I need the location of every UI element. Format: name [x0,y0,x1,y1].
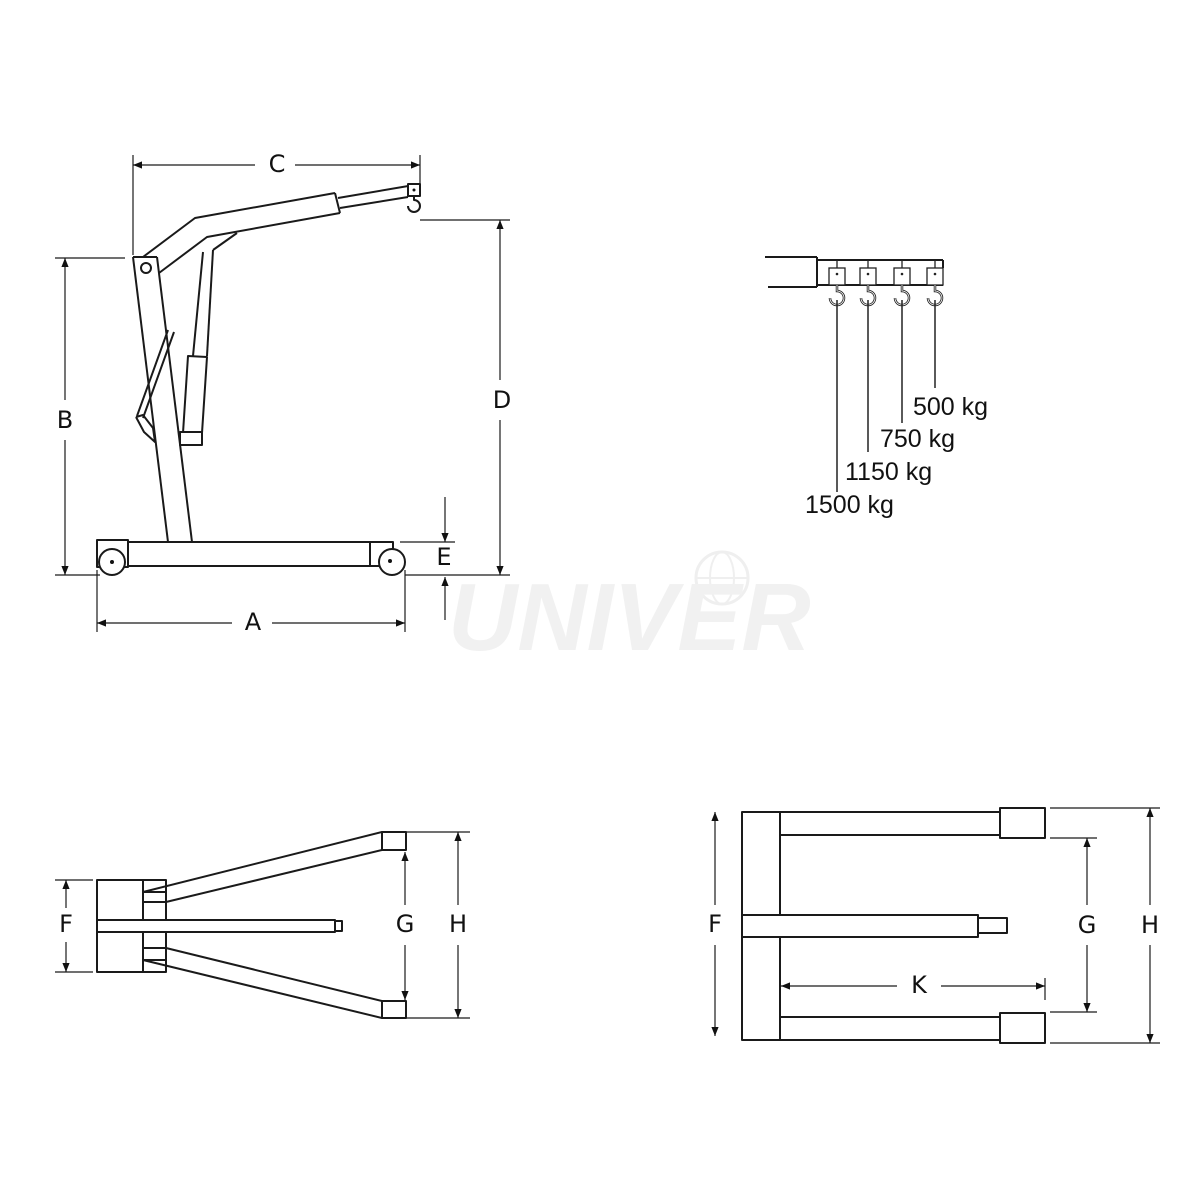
rear-wheel [378,548,406,576]
crane-side-view: C B D E A [55,150,511,636]
dimension-d: D [405,219,511,576]
dimension-label-a: A [245,608,262,636]
hook-icon [828,260,846,492]
dimension-label-e: E [436,543,451,571]
top-view-legs-angled: F G H [55,831,470,1019]
dimension-c: C [132,150,421,255]
dimension-label-d: D [493,386,511,414]
dimension-label-g: G [396,910,415,938]
hook-icon [407,183,421,213]
capacity-label-750: 750 kg [880,425,955,453]
dimension-label-k: K [911,971,928,999]
dimension-b: B [55,257,125,576]
dimension-label-h: H [449,910,467,938]
capacity-label-1150: 1150 kg [845,458,932,486]
boom [142,183,421,274]
dimension-a: A [96,570,406,636]
dimension-e: E [400,497,455,620]
dimension-label-h: H [1141,911,1159,939]
hook-positions-detail: 500 kg 750 kg 1150 kg 1500 kg [765,256,988,519]
mast [132,256,193,543]
base-leg [96,539,406,576]
dimension-label-g: G [1078,911,1097,939]
capacity-label-1500: 1500 kg [805,491,894,519]
dimension-label-f: F [708,910,722,938]
capacity-label-500: 500 kg [913,393,988,421]
dimension-label-f: F [59,910,73,938]
hook-icon [893,260,911,423]
dimension-label-c: C [269,150,286,178]
hydraulic-ram [179,249,214,446]
watermark-text: UNIVER [448,564,811,671]
hook-icon [859,260,877,452]
hook-icon [926,260,944,388]
watermark-logo: UNIVER [448,550,811,671]
dimension-label-b: B [57,406,73,434]
pump-handle [135,329,175,443]
top-view-legs-parallel: F K G H [708,807,1160,1044]
